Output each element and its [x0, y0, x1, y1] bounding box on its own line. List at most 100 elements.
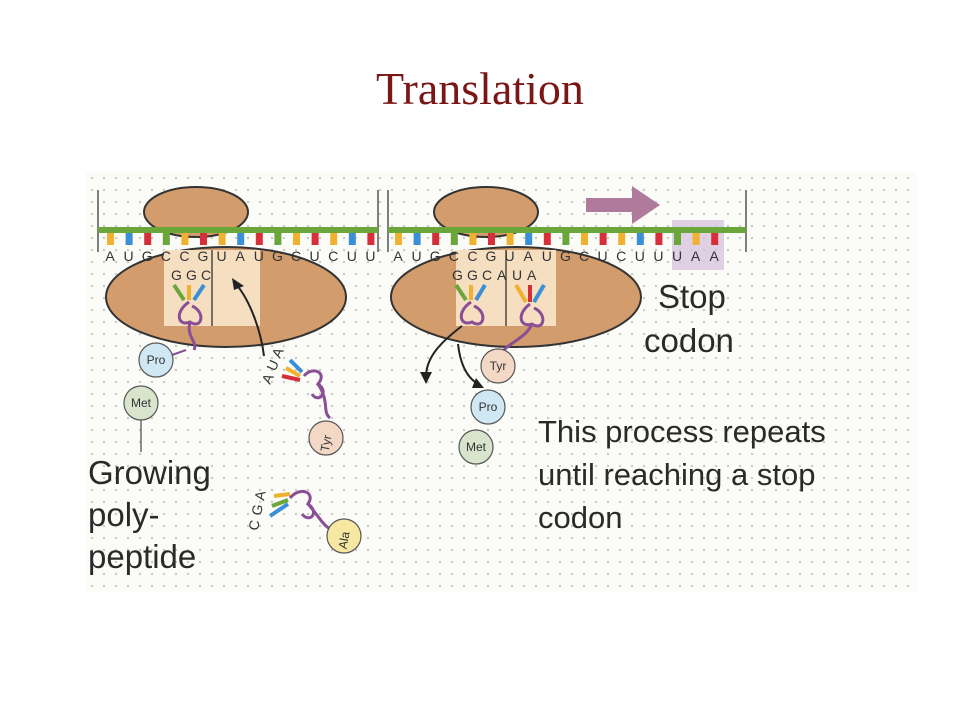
amino-acid-label: Tyr — [490, 359, 507, 373]
mrna-base-tick — [274, 233, 282, 245]
trna-arm — [268, 502, 290, 518]
mrna-base-tick — [581, 233, 588, 245]
mrna-base-tick — [348, 233, 356, 245]
mrna-base: C — [161, 248, 171, 264]
mrna-base-tick — [107, 233, 114, 245]
mrna-base: U — [653, 248, 663, 264]
mrna-base: C — [579, 248, 589, 264]
mrna-base-tick — [450, 233, 458, 245]
trna-arm — [192, 283, 206, 302]
mrna-base-tick — [367, 233, 375, 245]
anticodon-base: A — [251, 489, 268, 502]
anticodon-base: G — [171, 267, 182, 283]
anticodon-base: C — [482, 267, 492, 283]
trna-loop — [288, 489, 337, 534]
anticodon-base: G — [467, 267, 478, 283]
trna-arm — [285, 366, 301, 378]
ribosome-small-subunit — [433, 186, 539, 238]
mrna-base-tick — [181, 233, 189, 245]
anticodon-base: C — [245, 519, 263, 532]
exiting-trna: G G C — [452, 267, 492, 326]
trna-p-site: G G C — [171, 267, 211, 351]
mrna-base: G — [272, 248, 283, 264]
trna-arm — [271, 498, 289, 508]
trna-arm — [474, 283, 487, 302]
mrna-base: C — [291, 248, 301, 264]
mrna-base-tick — [488, 233, 495, 245]
anticodon-base: G — [452, 267, 463, 283]
mrna-base: C — [449, 248, 459, 264]
anticodon-base: A — [497, 267, 507, 283]
mrna-base: U — [217, 248, 227, 264]
free-trna: C G A Ala — [245, 489, 362, 554]
slide-title: Translation — [376, 63, 584, 114]
mrna-base: G — [198, 248, 209, 264]
mrna-base: U — [598, 248, 608, 264]
amino-acid-label: Tyr — [318, 434, 335, 453]
chain-move-arrow — [457, 343, 479, 385]
anticodon-base: G — [248, 503, 266, 517]
arrowhead — [472, 378, 484, 388]
mrna-base: U — [542, 248, 552, 264]
incoming-trna-arrow — [235, 283, 265, 357]
mrna-base-tick — [562, 233, 570, 245]
mrna-base: U — [124, 248, 134, 264]
mrna-base-tick — [162, 233, 170, 245]
ribosome-movement-arrow-head — [632, 186, 660, 224]
incoming-trna: A U A Tyr — [258, 344, 344, 456]
mrna-backbone — [98, 227, 378, 233]
mrna-base: G — [430, 248, 441, 264]
mrna-base: U — [365, 248, 375, 264]
mrna-base-tick — [237, 233, 245, 245]
mrna-base: A — [393, 248, 403, 264]
anticodon-base: A — [268, 344, 287, 360]
stop-codon-label-line-2: codon — [644, 322, 734, 359]
mrna-base-tick — [218, 233, 226, 245]
mrna-base-tick — [125, 233, 133, 245]
mrna-base-tick — [543, 233, 551, 245]
arrowhead — [420, 372, 432, 384]
mrna-base-tick — [395, 233, 402, 245]
mrna-base-ticks — [107, 233, 375, 245]
trna-arm — [281, 374, 301, 382]
mrna-base-tick — [293, 233, 300, 245]
trna-arm — [454, 283, 468, 302]
anticodon-base: A — [527, 267, 537, 283]
amino-acid-label: Met — [131, 396, 152, 410]
mrna-backbone — [388, 227, 746, 233]
mrna-base: G — [142, 248, 153, 264]
mrna-base-tick — [144, 233, 152, 245]
amino-acid-label: Met — [466, 440, 487, 454]
trna-arm — [172, 283, 186, 302]
process-note-line-3: codon — [538, 500, 622, 535]
stop-codon-label-line-1: Stop — [658, 278, 726, 315]
mrna-base-tick — [599, 233, 607, 245]
process-note-line-1: This process repeats — [538, 414, 826, 449]
trna-loop — [459, 300, 485, 326]
polypeptide-label-line-1: Growing — [88, 454, 211, 491]
mrna-base: C — [328, 248, 338, 264]
mrna-base: C — [616, 248, 626, 264]
anticodon-base: C — [201, 267, 211, 283]
trna-arm — [273, 492, 291, 498]
amino-acid-pro — [470, 389, 506, 425]
mrna-base-tick — [330, 233, 338, 245]
mrna-base: A — [691, 248, 701, 264]
trna-arm — [288, 358, 304, 374]
trna-loop — [302, 369, 332, 420]
mrna-base: C — [467, 248, 477, 264]
amino-acid-pro — [138, 342, 174, 378]
mrna-base: G — [486, 248, 497, 264]
mrna-base: U — [505, 248, 515, 264]
mrna-base: A — [524, 248, 534, 264]
mrna-base: C — [179, 248, 189, 264]
amino-acid-label: Pro — [147, 353, 166, 367]
mrna-base-tick — [506, 233, 514, 245]
anticodon-base: U — [263, 357, 282, 373]
process-note-line-2: until reaching a stop — [538, 457, 815, 492]
